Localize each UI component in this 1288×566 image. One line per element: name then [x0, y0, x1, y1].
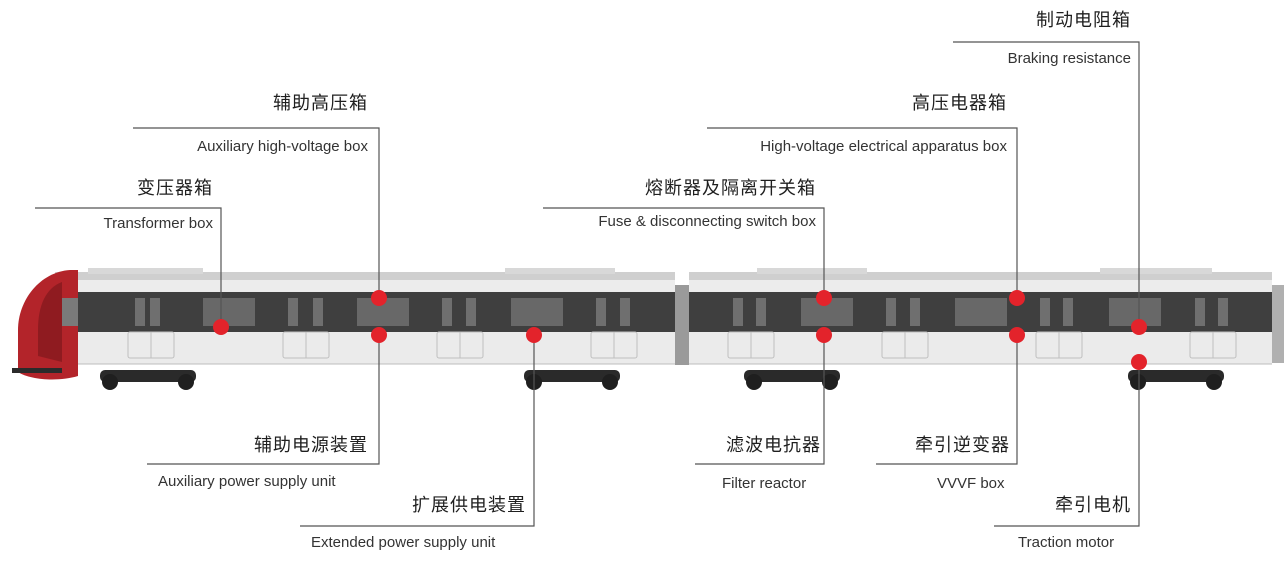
- leader-braking-resistance: [953, 41, 1140, 327]
- leader-traction-motor: [994, 362, 1140, 527]
- label-zh-aux-hv-box: 辅助高压箱: [273, 93, 368, 114]
- leader-lines: [35, 41, 1140, 527]
- label-zh-braking-resistance: 制动电阻箱: [1036, 10, 1131, 31]
- car-1: [12, 268, 675, 390]
- marker-dots: [213, 290, 1147, 370]
- car-2: [689, 268, 1284, 390]
- leader-extended-power-supply: [300, 335, 535, 527]
- label-zh-fuse-switch-box: 熔断器及隔离开关箱: [645, 178, 816, 199]
- label-zh-traction-motor: 牵引电机: [1055, 495, 1131, 516]
- marker-traction-motor: [1131, 354, 1147, 370]
- label-en-vvvf-box: VVVF box: [937, 475, 1005, 492]
- marker-hv-apparatus-box: [1009, 290, 1025, 306]
- label-en-fuse-switch-box: Fuse & disconnecting switch box: [598, 213, 816, 230]
- marker-braking-resistance: [1131, 319, 1147, 335]
- marker-aux-power-supply: [371, 327, 387, 343]
- label-zh-transformer-box: 变压器箱: [137, 178, 213, 199]
- marker-filter-reactor: [816, 327, 832, 343]
- label-zh-filter-reactor: 滤波电抗器: [726, 435, 821, 456]
- leader-hv-apparatus-box: [707, 127, 1018, 298]
- label-en-extended-power-supply: Extended power supply unit: [311, 534, 496, 551]
- label-zh-hv-apparatus-box: 高压电器箱: [912, 93, 1007, 114]
- marker-aux-hv-box: [371, 290, 387, 306]
- marker-vvvf-box: [1009, 327, 1025, 343]
- label-en-braking-resistance: Braking resistance: [1007, 50, 1131, 67]
- leader-vvvf-box: [876, 335, 1018, 465]
- leader-aux-hv-box: [133, 127, 380, 298]
- label-en-hv-apparatus-box: High-voltage electrical apparatus box: [760, 138, 1007, 155]
- label-en-aux-hv-box: Auxiliary high-voltage box: [197, 138, 368, 155]
- label-en-aux-power-supply: Auxiliary power supply unit: [158, 473, 336, 490]
- label-en-filter-reactor: Filter reactor: [722, 475, 807, 492]
- leader-fuse-switch-box: [543, 207, 825, 298]
- label-zh-aux-power-supply: 辅助电源装置: [254, 435, 368, 456]
- leader-aux-power-supply: [147, 335, 380, 465]
- label-en-traction-motor: Traction motor: [1018, 534, 1115, 551]
- marker-fuse-switch-box: [816, 290, 832, 306]
- label-en-transformer-box: Transformer box: [103, 215, 213, 232]
- marker-extended-power-supply: [526, 327, 542, 343]
- label-zh-vvvf-box: 牵引逆变器: [915, 435, 1010, 456]
- leader-filter-reactor: [695, 335, 825, 465]
- leader-transformer-box: [35, 207, 222, 327]
- marker-transformer-box: [213, 319, 229, 335]
- label-zh-extended-power-supply: 扩展供电装置: [412, 495, 526, 516]
